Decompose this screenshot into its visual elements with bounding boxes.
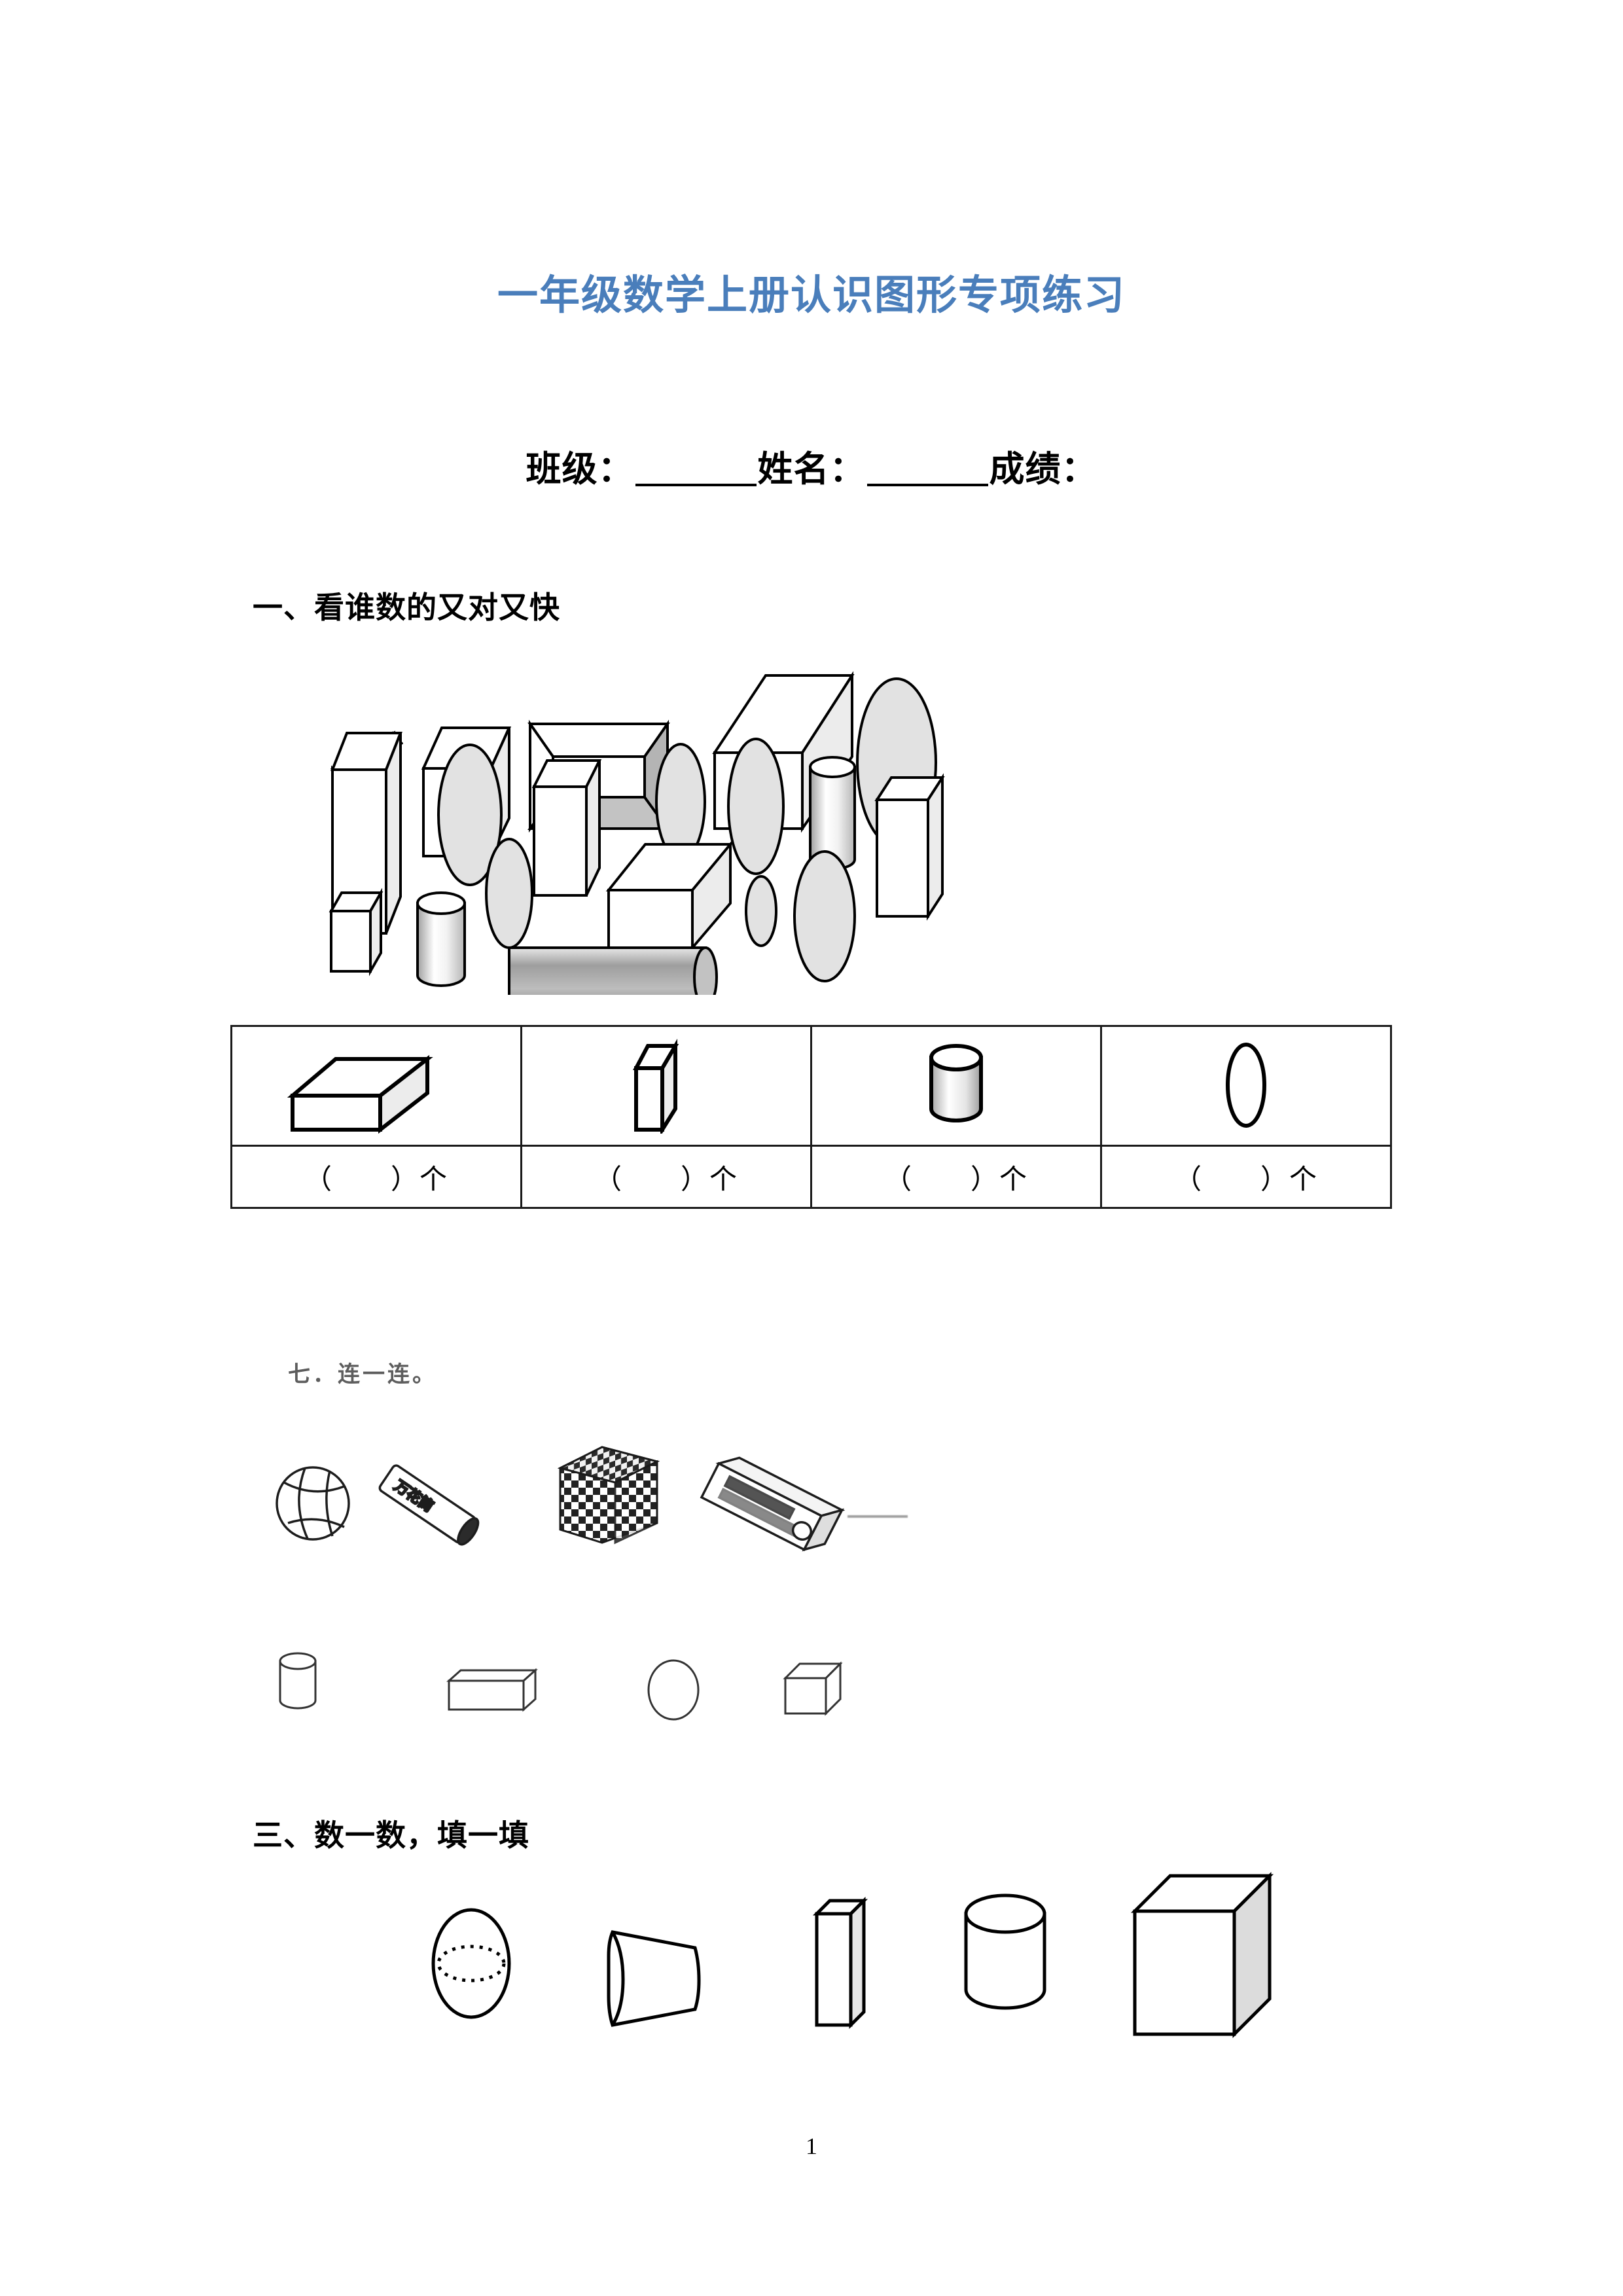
table-row-pictures <box>230 1025 1392 1147</box>
page-number: 1 <box>806 2133 817 2159</box>
circle-icon <box>1226 1042 1266 1128</box>
section-7-heading: 七．连一连。 <box>288 1363 437 1387</box>
cuboid-flat-icon <box>287 1054 433 1134</box>
cuboid-right-tall <box>874 773 945 921</box>
section-3-heading: 三、数一数，填一填 <box>253 1819 529 1852</box>
count-cell-circle <box>1100 1025 1392 1147</box>
cuboid-upright-mid <box>531 759 602 897</box>
class-label: 班级： <box>526 450 634 489</box>
cuboid-shape-icon <box>446 1668 538 1712</box>
score-label: 成绩： <box>989 450 1097 489</box>
toothpaste-box-icon <box>700 1456 846 1552</box>
count-answer-cuboid[interactable]: （ ）个 <box>230 1145 522 1209</box>
name-blank[interactable] <box>866 484 988 486</box>
count-cell-cylinder <box>810 1025 1102 1147</box>
geometric-shapes-row <box>249 1617 851 1721</box>
ellipse-lower-right <box>793 850 856 982</box>
cube-center-lower <box>605 840 734 952</box>
ellipse-mid-left <box>437 744 503 886</box>
cylinder-lying-icon <box>607 1930 701 2027</box>
cylinder-upright-left <box>416 891 466 987</box>
answer-blank-circle[interactable]: （ ）个 <box>1173 1164 1318 1195</box>
table-row-answers: （ ）个 （ ）个 （ ）个 （ ）个 <box>230 1145 1392 1209</box>
answer-blank-cuboid[interactable]: （ ）个 <box>304 1164 448 1195</box>
checkered-cube-icon <box>557 1446 660 1545</box>
page-title: 一年级数学上册认识图形专项练习 <box>497 273 1126 318</box>
answer-blank-cylinder[interactable]: （ ）个 <box>883 1164 1028 1195</box>
count-answer-cylinder[interactable]: （ ）个 <box>810 1145 1102 1209</box>
answer-blank-cube[interactable]: （ ）个 <box>594 1164 738 1195</box>
cylinder-icon <box>929 1043 983 1122</box>
count-table: （ ）个 （ ）个 （ ）个 （ ）个 <box>230 1025 1392 1209</box>
ellipse-mid-center <box>655 743 706 861</box>
real-objects-row: 万花筒 <box>262 1430 982 1554</box>
count-cell-cube <box>520 1025 812 1147</box>
ellipse-small-lower <box>745 875 777 947</box>
sphere-dotted-icon <box>431 1908 511 2019</box>
count-cell-cuboid-flat <box>230 1025 522 1147</box>
cuboid-small-left <box>329 888 383 977</box>
cuboid-large-icon <box>1130 1871 1274 2039</box>
section-1-heading: 一、看谁数的又对又快 <box>253 591 560 624</box>
name-label: 姓名： <box>757 450 866 489</box>
count-answer-cube[interactable]: （ ）个 <box>520 1145 812 1209</box>
section-3-shapes-row <box>393 1859 1283 2055</box>
volleyball-icon <box>276 1466 350 1541</box>
sphere-shape-icon <box>647 1659 700 1721</box>
connector-dash[interactable] <box>847 1515 908 1518</box>
shape-cluster <box>281 628 1054 995</box>
count-answer-circle[interactable]: （ ）个 <box>1100 1145 1392 1209</box>
cube-shape-icon <box>783 1661 843 1716</box>
cube-icon <box>633 1038 679 1136</box>
cylinder-shape-icon <box>279 1652 317 1710</box>
kaleidoscope-tube-icon: 万花筒 <box>378 1464 480 1546</box>
cuboid-thin-upright-icon <box>812 1896 868 2030</box>
ellipse-lower-left <box>485 838 533 949</box>
student-info-line: 班级： 姓名： 成绩： <box>0 440 1623 492</box>
class-blank[interactable] <box>635 484 757 486</box>
cylinder-lying <box>508 946 718 995</box>
cylinder-upright-icon <box>964 1893 1046 2010</box>
ellipse-mid-center2 <box>727 738 785 875</box>
